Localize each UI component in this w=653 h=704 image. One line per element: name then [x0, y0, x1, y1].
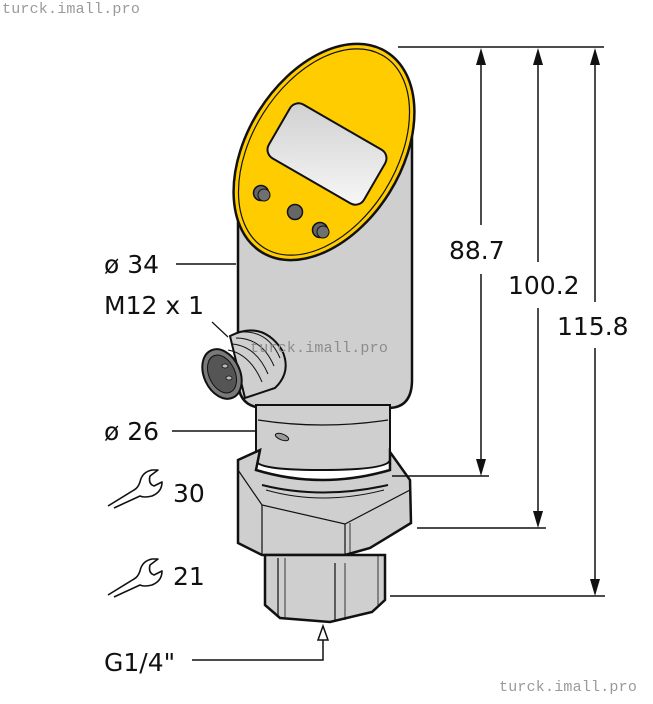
- display-head: [232, 42, 416, 262]
- process-thread-label: G1/4": [104, 648, 176, 677]
- watermark-bottom-right: turck.imall.pro: [499, 679, 638, 696]
- wrench-size-lower-label: 21: [173, 562, 205, 591]
- wrench-size-upper-label: 30: [173, 479, 205, 508]
- dimension-88-7: 88.7: [449, 236, 505, 265]
- neck-diameter-label: ø 26: [104, 417, 160, 446]
- dimension-lines: [390, 46, 605, 597]
- leader-lines: [172, 263, 330, 661]
- button-set: [252, 184, 330, 239]
- dimension-100-2: 100.2: [508, 271, 580, 300]
- m12-connector: [201, 329, 287, 400]
- watermark-center: turck.imall.pro: [250, 340, 389, 357]
- connector-thread-label: M12 x 1: [104, 291, 204, 320]
- watermark-top-left: turck.imall.pro: [2, 1, 141, 18]
- head-diameter-label: ø 34: [104, 250, 160, 279]
- hex-nut-lower: [263, 553, 387, 624]
- button-middle: [286, 203, 304, 221]
- display-window: [266, 102, 388, 206]
- neck: [255, 404, 391, 472]
- wrench-icon: [107, 469, 163, 509]
- wrench-icon: [107, 558, 163, 598]
- hex-nut-upper: [236, 447, 413, 557]
- dimension-115-8: 115.8: [557, 312, 629, 341]
